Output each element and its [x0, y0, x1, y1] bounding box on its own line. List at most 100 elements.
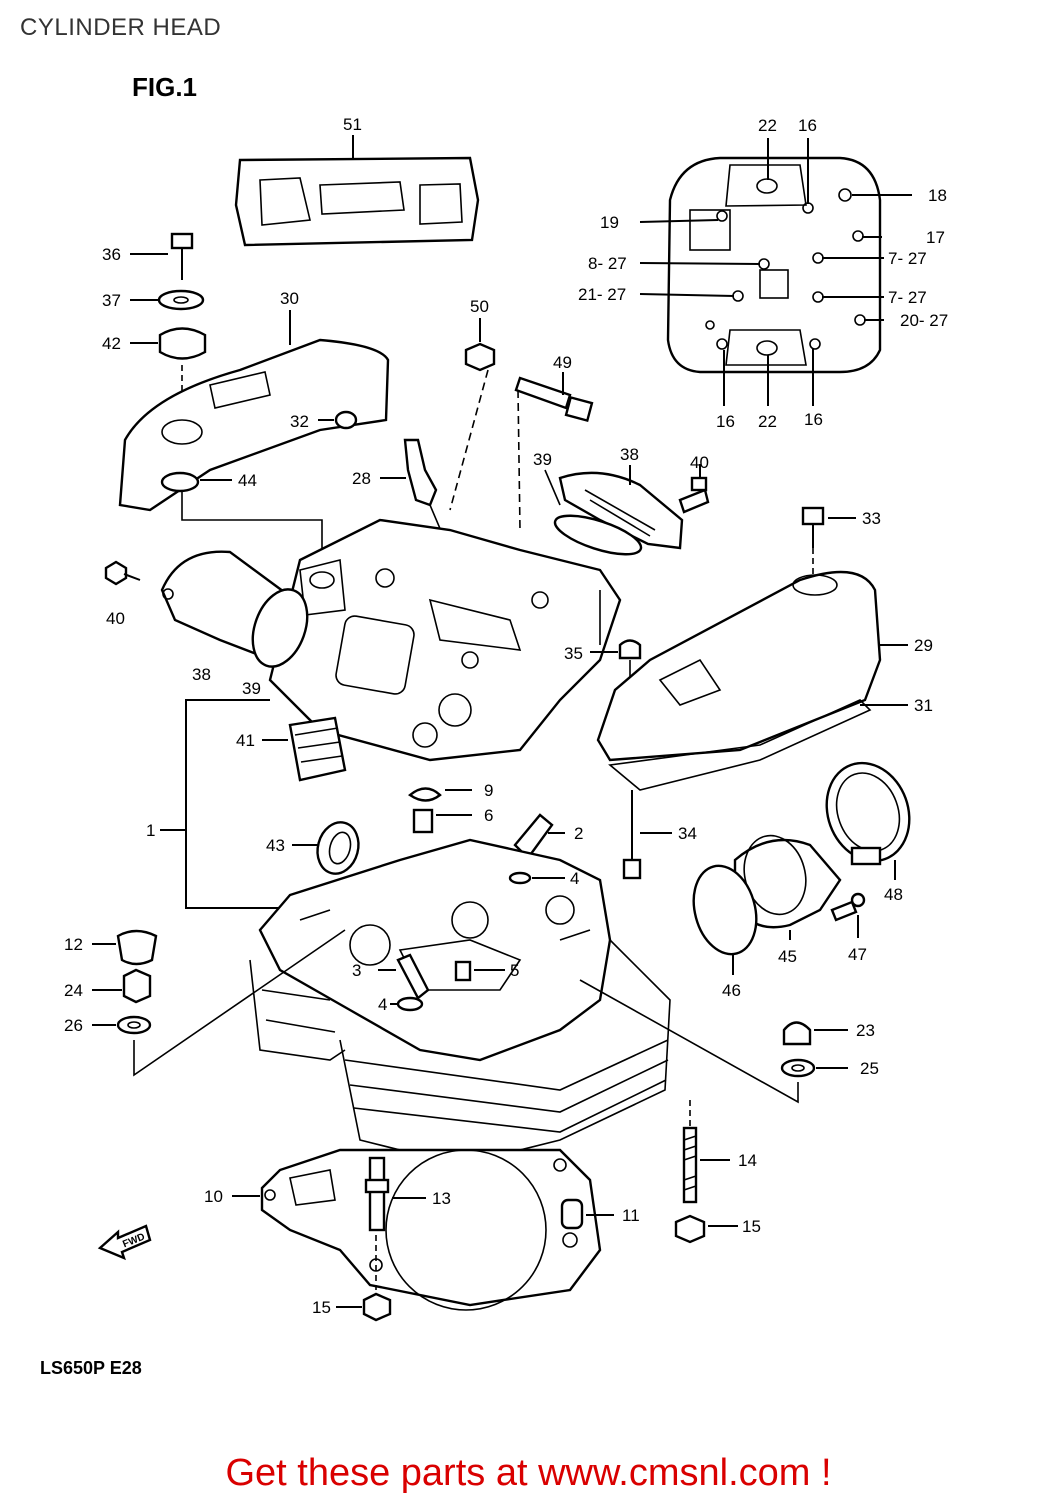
- part-38-cover-top[interactable]: [558, 465, 684, 550]
- part-11-dowel[interactable]: [560, 1198, 614, 1230]
- part-25-washer[interactable]: [579, 979, 848, 1104]
- part-14-stud[interactable]: [682, 1100, 730, 1204]
- callout-37: 37: [102, 291, 121, 310]
- part-49-bolt[interactable]: [514, 372, 594, 531]
- callout-42: 42: [102, 334, 121, 353]
- callout-39-left: 39: [242, 679, 261, 698]
- callout-10: 10: [204, 1187, 223, 1206]
- inset-callout-16-bl: 16: [716, 412, 735, 431]
- callout-49: 49: [553, 353, 572, 372]
- inset-callout-22-bottom: 22: [758, 412, 777, 431]
- part-12-cap[interactable]: [92, 929, 158, 966]
- part-46-oring[interactable]: [684, 859, 765, 975]
- inset-callout-7-27-a: 7- 27: [888, 249, 927, 268]
- part-50-nut[interactable]: [449, 318, 496, 511]
- part-39-oring-top[interactable]: [544, 469, 645, 562]
- callout-38-left: 38: [192, 665, 211, 684]
- inset-callout-20-27: 20- 27: [900, 311, 948, 330]
- fwd-arrow-icon: FWD: [97, 1224, 152, 1261]
- callout-11: 11: [622, 1206, 640, 1225]
- bracket-1: [160, 699, 285, 909]
- callout-3: 3: [352, 961, 361, 980]
- callout-6: 6: [484, 806, 493, 825]
- part-51-plate[interactable]: [234, 135, 480, 247]
- part-15-nut-bottom[interactable]: [336, 1292, 392, 1322]
- callout-33: 33: [862, 509, 881, 528]
- inset-callout-16-br: 16: [804, 410, 823, 429]
- callout-51: 51: [343, 115, 362, 134]
- callout-26: 26: [64, 1016, 83, 1035]
- inset-callout-7-27-b: 7- 27: [888, 288, 927, 307]
- callouts: 51 36 37 30 42 50 49 32 28 44 39 38 40 3…: [64, 115, 948, 1317]
- valve-housing[interactable]: [268, 518, 622, 762]
- part-44-seal[interactable]: [160, 471, 323, 570]
- page-title: CYLINDER HEAD: [20, 14, 222, 41]
- part-35-cap[interactable]: [590, 590, 642, 690]
- callout-32: 32: [290, 412, 309, 431]
- callout-39-top: 39: [533, 450, 552, 469]
- callout-15-bottom: 15: [312, 1298, 331, 1317]
- part-10-gasket[interactable]: [232, 1148, 602, 1311]
- model-code: LS650P E28: [40, 1358, 142, 1378]
- part-47-bolt[interactable]: [830, 892, 866, 938]
- callout-30: 30: [280, 289, 299, 308]
- part-23-cap-nut[interactable]: [782, 1021, 848, 1046]
- callout-34: 34: [678, 824, 697, 843]
- callout-31: 31: [914, 696, 933, 715]
- part-31-gasket[interactable]: [608, 699, 908, 791]
- callout-38-top: 38: [620, 445, 639, 464]
- part-36-bolt[interactable]: [130, 232, 194, 280]
- part-34-stud[interactable]: [622, 790, 672, 880]
- callout-43: 43: [266, 836, 285, 855]
- cylinder-head-block[interactable]: [249, 838, 671, 1166]
- inset-head-top-view[interactable]: [639, 138, 912, 406]
- part-4-seal-b[interactable]: [390, 996, 424, 1012]
- part-3-valve[interactable]: [378, 953, 430, 1000]
- part-9-clip[interactable]: [407, 787, 472, 802]
- callout-13: 13: [432, 1189, 451, 1208]
- part-40-bolt-top[interactable]: [678, 464, 710, 514]
- part-41-filter[interactable]: [262, 716, 347, 782]
- part-43-seal[interactable]: [292, 818, 364, 879]
- callout-36: 36: [102, 245, 121, 264]
- part-40-bolt-left[interactable]: [104, 560, 141, 586]
- callout-12: 12: [64, 935, 83, 954]
- callout-28: 28: [352, 469, 371, 488]
- callout-47: 47: [848, 945, 867, 964]
- part-6-dowel[interactable]: [412, 808, 472, 834]
- part-15-nut-right[interactable]: [674, 1214, 738, 1244]
- callout-35: 35: [564, 644, 583, 663]
- part-33-bolt[interactable]: [801, 506, 856, 580]
- callout-46: 46: [722, 981, 741, 1000]
- parts-link-banner[interactable]: Get these parts at www.cmsnl.com !: [225, 1452, 832, 1494]
- callout-24: 24: [64, 981, 83, 1000]
- inset-callout-17: 17: [926, 228, 945, 247]
- part-13-stud[interactable]: [364, 1156, 426, 1290]
- callout-40-left: 40: [106, 609, 125, 628]
- part-26-washer[interactable]: [92, 929, 346, 1077]
- part-32-cap[interactable]: [318, 410, 358, 430]
- callout-48: 48: [884, 885, 903, 904]
- callout-41: 41: [236, 731, 255, 750]
- part-48-clamp[interactable]: [813, 751, 922, 880]
- part-4-seal-a[interactable]: [508, 871, 565, 885]
- callout-15-right: 15: [742, 1217, 761, 1236]
- callout-45: 45: [778, 947, 797, 966]
- callout-25: 25: [860, 1059, 879, 1078]
- callout-23: 23: [856, 1021, 875, 1040]
- callout-29: 29: [914, 636, 933, 655]
- figure-label: FIG.1: [132, 72, 198, 102]
- callout-40-top: 40: [690, 453, 709, 472]
- part-39-oring-left[interactable]: [243, 582, 317, 674]
- part-5-dowel[interactable]: [454, 960, 505, 982]
- part-29-cover-right[interactable]: [596, 570, 908, 762]
- part-30-cover[interactable]: [118, 310, 390, 512]
- callout-9: 9: [484, 781, 493, 800]
- part-37-washer[interactable]: [130, 289, 205, 311]
- inset-callout-21-27: 21- 27: [578, 285, 626, 304]
- part-24-nut[interactable]: [92, 968, 152, 1004]
- callout-2: 2: [574, 824, 583, 843]
- inset-callout-22-top: 22: [758, 116, 777, 135]
